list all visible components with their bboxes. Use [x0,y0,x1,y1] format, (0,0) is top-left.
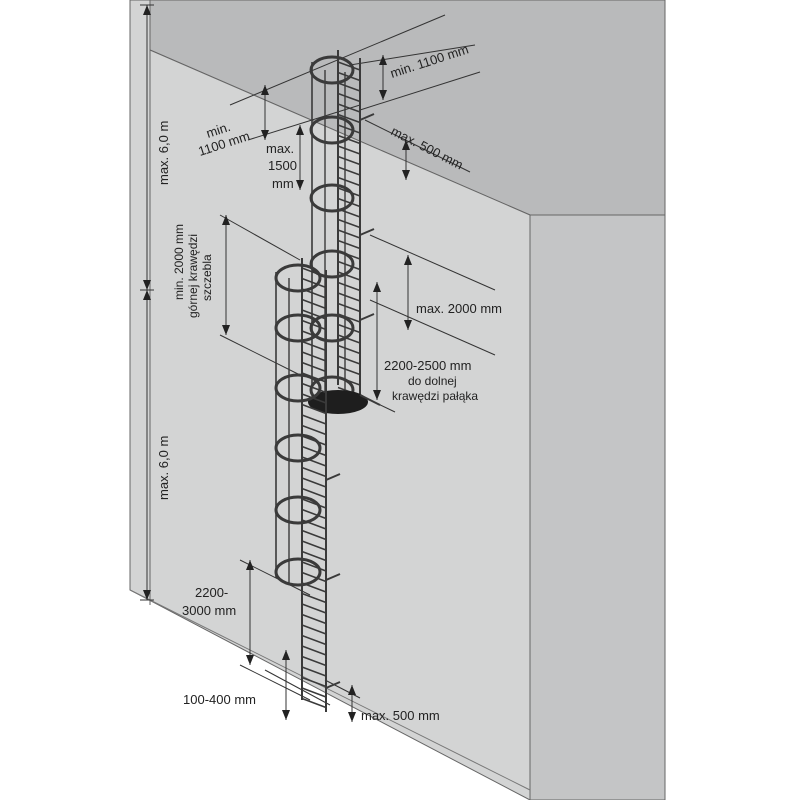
ladder-rung [301,697,327,709]
ladder-rung [301,603,327,614]
label-100-400: 100-400 mm [183,692,256,707]
ladder-rung [301,361,327,373]
wall-right-face [529,214,666,801]
cage-hoop [309,115,355,145]
ladder-rung [337,61,361,71]
label-max-2000-right: max. 2000 mm [416,301,502,316]
upper-ladder [308,50,381,414]
wall-brackets [325,113,375,689]
rest-platform-bracket [359,394,381,406]
ladder-rung [301,351,327,362]
label-2200-3000-2: 3000 mm [182,603,236,618]
ladder-rung [301,309,327,320]
ladder-rung [337,229,361,239]
ladder-rung [301,403,327,415]
ladder-rung [301,424,327,436]
wall-bracket [325,473,341,481]
ladder-rung [301,645,327,656]
ladder-rung [337,113,361,124]
rest-platform [308,390,368,414]
ladder-rung [301,529,327,541]
wall-bracket [325,681,341,689]
ladder-rung [301,277,327,289]
ladder-rung [337,239,361,250]
ladder-rung [301,624,327,635]
cage-hoop [309,183,355,213]
ladder-rung [301,666,327,677]
ladder-rung [337,103,361,113]
cage-hoop [309,313,355,343]
ladder-rung [301,498,327,509]
ladder-rung [301,340,327,352]
wall-bracket [359,228,375,236]
cage-hoop [309,55,355,85]
label-min-1100-left-1: min. [204,119,232,141]
cage-hoop [309,249,355,279]
dimension-arrows [143,5,412,722]
label-max-6m-upper: max. 6,0 m [156,121,171,185]
label-min-2000-3: szczebla [200,254,214,301]
wall-edge-floor [129,589,531,791]
ladder-rung [337,124,361,134]
ladder-rung [301,561,327,572]
ladder-rung [337,155,361,166]
ladder-rung [337,145,361,155]
ladder-rung [337,260,361,271]
ladder-rung [301,508,327,520]
ladder-rung [337,271,361,281]
ladder-rung [301,540,327,551]
lower-ladder [274,113,375,712]
label-2200-2500-2: do dolnej [408,374,457,388]
ladder-rung [337,355,361,365]
ladder-rung [337,344,361,355]
ladder-rung [301,414,327,425]
ladder-rung [337,302,361,313]
ladder-rung [301,676,327,688]
label-min-2000-2: górnej krawędzi [186,234,200,318]
ladder-rung [301,456,327,467]
ladder-rung [337,292,361,302]
ladder-rung [301,571,327,583]
ladder-rung [337,82,361,92]
ladder-rung [337,281,361,292]
ladder-rung [337,166,361,176]
label-min-2000-1: min. 2000 mm [172,224,186,300]
label-2200-3000-1: 2200- [195,585,228,600]
wall-bracket [325,573,341,581]
wall-bracket [359,113,375,121]
ladder-rung [301,687,327,698]
ladder-rung [337,218,361,229]
label-max-1500-3: mm [272,176,294,191]
label-2200-2500-3: krawędzi pałąka [392,389,478,403]
ladder-rung [301,382,327,394]
ladder-rung [301,298,327,310]
ladder-rung [301,267,327,278]
ladder-rung [337,197,361,208]
wall-bracket [359,313,375,321]
ladder-rung [337,334,361,344]
ladder-rung [301,550,327,562]
ladder-rung [337,176,361,187]
ladder-rung [337,323,361,334]
label-max-1500-2: 1500 [268,158,297,173]
ladder-rung [301,319,327,331]
ladder-rung [301,634,327,646]
ladder-rung [337,92,361,103]
ladder-rung [301,466,327,478]
ladder-rung [301,613,327,625]
ladder-rung [301,487,327,499]
ladder-rung [301,592,327,604]
label-2200-2500-1: 2200-2500 mm [384,358,471,373]
ladder-rung [301,445,327,457]
ladder-rung [301,477,327,488]
ladder-rung [337,365,361,376]
label-max-500-bottom: max. 500 mm [361,708,440,723]
ladder-rung [301,655,327,667]
label-max-6m-lower: max. 6,0 m [156,436,171,500]
label-max-1500-1: max. [266,141,294,156]
